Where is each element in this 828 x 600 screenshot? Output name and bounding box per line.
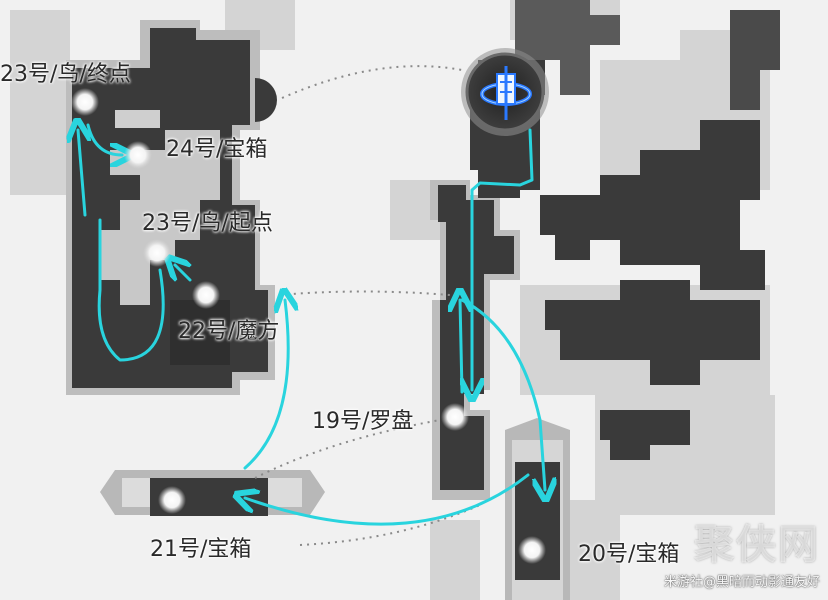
collectible-markers (71, 88, 546, 564)
right-complex (515, 0, 780, 460)
route-lines (78, 125, 545, 526)
tower-20 (505, 418, 570, 600)
orb-21 (158, 486, 186, 514)
orb-19 (441, 403, 469, 431)
marker-label-20: 20号/宝箱 (578, 542, 680, 567)
marker-label-23-start: 23号/鸟/起点 (142, 211, 273, 236)
orb-23-end (71, 88, 99, 116)
marker-label-21: 21号/宝箱 (150, 537, 252, 562)
watermark-brand: 聚侠网 (694, 522, 820, 568)
platform-21 (100, 470, 325, 516)
orb-22 (192, 281, 220, 309)
marker-label-24: 24号/宝箱 (166, 137, 268, 162)
marker-label-22: 22号/魔方 (178, 319, 280, 344)
orb-24 (124, 141, 152, 169)
dotted-connectors (254, 65, 481, 546)
space-anchor-icon[interactable] (461, 48, 549, 136)
marker-label-23-end: 23号/鸟/终点 (0, 62, 131, 87)
watermark-source: 米游社@黑暗而动影通友好 (663, 575, 820, 590)
orb-23-start (143, 239, 171, 267)
marker-label-19: 19号/罗盘 (312, 409, 414, 434)
orb-20 (518, 536, 546, 564)
